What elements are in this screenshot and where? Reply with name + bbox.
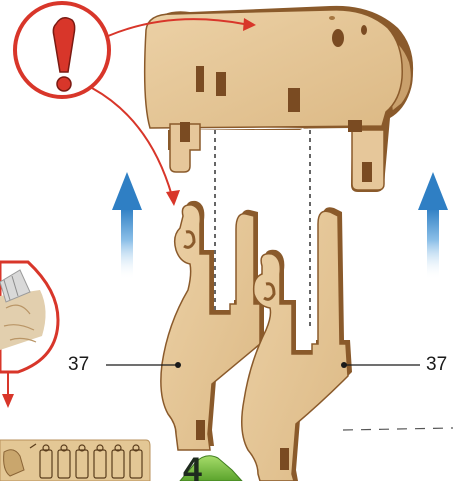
top-body-assembly xyxy=(145,6,413,192)
part-number-label-left: 37 xyxy=(68,355,89,374)
fold-guide-line xyxy=(343,428,453,430)
step-number: 4 xyxy=(183,453,202,487)
parts-sheet xyxy=(0,440,150,481)
up-arrow-icon xyxy=(418,172,448,280)
part-number-label-right: 37 xyxy=(426,355,447,374)
up-arrow-icon xyxy=(112,172,142,280)
detail-inset xyxy=(0,262,58,408)
